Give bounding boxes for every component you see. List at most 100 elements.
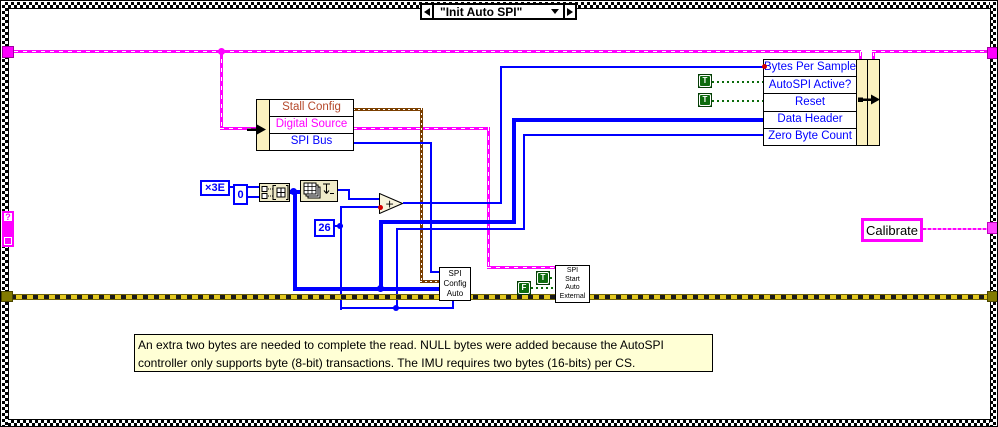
array-junction-dot-1 [290, 188, 297, 195]
build-array-node[interactable] [259, 183, 290, 202]
case-border-bottom[interactable] [2, 420, 996, 426]
digital-source-wire-v[interactable] [487, 127, 490, 269]
bundle-row-reset[interactable]: Reset [764, 93, 857, 110]
array-size-out-step[interactable] [348, 189, 350, 200]
true-constant-autospi[interactable]: T [698, 74, 712, 88]
stall-config-wire-v[interactable] [420, 108, 423, 283]
add-symbol: + [385, 198, 394, 211]
true-wire-autospi[interactable] [712, 81, 763, 83]
case-selector[interactable]: "Init Auto SPI" [420, 3, 577, 20]
bundle-row-autospi-active[interactable]: AutoSPI Active? [764, 76, 857, 93]
bundle-row-data-header[interactable]: Data Header [764, 110, 857, 128]
error-wire[interactable] [11, 294, 990, 300]
spi-start-auto-external-subvi[interactable]: SPI Start Auto External [555, 265, 590, 303]
array-size-out-wire[interactable] [338, 189, 350, 191]
array-size-node[interactable] [300, 180, 338, 202]
zero-byte-count-wire[interactable] [523, 134, 763, 136]
spi-start-line2: Start [565, 275, 580, 283]
true-constant-spistart[interactable]: T [536, 271, 550, 285]
case-increment-button[interactable] [563, 5, 575, 18]
unbundle-row-digital-source[interactable]: Digital Source [270, 116, 353, 133]
cluster-wire-junction-dot [218, 48, 225, 55]
zero-byte-up[interactable] [523, 134, 525, 230]
array-wire-down[interactable] [293, 190, 297, 291]
tunnel-left-cluster[interactable] [2, 46, 14, 58]
spi-bus-wire-v[interactable] [430, 142, 432, 273]
array-size-to-add[interactable] [348, 198, 380, 200]
const26-into-spiconfig[interactable] [452, 300, 454, 309]
stall-config-wire-h[interactable] [353, 108, 423, 111]
add-function-node[interactable]: + [379, 193, 403, 214]
cluster-wire-out-of-bundle[interactable] [872, 52, 875, 60]
tunnel-right-calibrate[interactable] [987, 222, 997, 234]
unbundle-row-stall-config[interactable]: Stall Config [282, 101, 341, 114]
left-arrow-icon [424, 7, 430, 16]
true-wire-spistart[interactable] [550, 277, 556, 279]
const26-to-add[interactable] [340, 206, 380, 208]
array-wire-branch-up[interactable] [379, 220, 383, 291]
true-constant-label-3: T [699, 94, 711, 106]
true-constant-reset[interactable]: T [698, 93, 712, 107]
case-border-right[interactable] [990, 2, 996, 426]
zero-constant[interactable]: 0 [233, 184, 248, 205]
case-selector-label[interactable]: "Init Auto SPI" [440, 4, 523, 19]
unbundle-input-arrow-icon [247, 124, 266, 135]
unbundle-by-name-node[interactable]: Stall Config Digital Source SPI Bus [256, 99, 354, 151]
build-array-icon [261, 185, 289, 200]
bundle-input-bar [856, 60, 868, 145]
stall-config-wire-to-spiconfig[interactable] [420, 280, 440, 283]
diagram-comment[interactable]: An extra two bytes are needed to complet… [134, 334, 713, 372]
spi-start-line1: SPI [566, 267, 579, 274]
data-header-wire[interactable] [512, 118, 763, 122]
tunnel-left-pink-2[interactable] [2, 223, 14, 235]
true-constant-label-1: T [537, 272, 549, 284]
digital-source-wire-to-spistart[interactable] [487, 266, 556, 269]
bytes-per-sample-wire[interactable] [500, 66, 763, 68]
array-junction-dot-2 [377, 285, 384, 292]
zero-const-wire[interactable] [248, 196, 260, 198]
false-constant[interactable]: F [517, 281, 531, 295]
calibrate-string-constant[interactable]: Calibrate [861, 218, 923, 242]
const26-up[interactable] [340, 206, 342, 227]
const-26[interactable]: 26 [314, 219, 335, 237]
hex-constant-x3e[interactable]: ×3E [200, 180, 230, 196]
unbundle-row-spi-bus[interactable]: SPI Bus [270, 133, 353, 150]
unbundle-input-bar [257, 100, 270, 150]
dropdown-arrow-icon [550, 9, 559, 14]
zero-byte-h[interactable] [396, 228, 525, 230]
bundle-by-name-node[interactable]: Bytes Per Sample AutoSPI Active? Reset D… [763, 59, 880, 146]
cluster-wire-to-right-tunnel[interactable] [872, 50, 988, 53]
case-dropdown-button[interactable] [549, 5, 563, 18]
array-wire-to-spiconfig[interactable] [293, 287, 440, 291]
zero-byte-junction-dot [393, 305, 399, 311]
add-out-wire-up[interactable] [500, 66, 502, 204]
cluster-wire-branch-down[interactable] [220, 50, 223, 130]
spi-config-line2: Config [443, 279, 467, 288]
tunnel-left-unknown[interactable]: ? [2, 211, 14, 223]
spi-bus-wire-h[interactable] [353, 142, 432, 144]
const26-down[interactable] [340, 225, 342, 310]
false-wire-spistart[interactable] [531, 287, 556, 289]
tunnel-left-pink-3[interactable] [2, 235, 14, 247]
spi-config-auto-subvi[interactable]: SPI Config Auto [439, 267, 471, 301]
tunnel-right-cluster[interactable] [987, 47, 997, 59]
true-constant-label-2: T [699, 75, 711, 87]
tunnel-left-error[interactable] [1, 291, 13, 302]
case-decrement-button[interactable] [422, 5, 434, 18]
array-wire-mid-h[interactable] [379, 220, 516, 224]
spi-bus-wire-in[interactable] [430, 271, 440, 273]
cluster-wire-into-bundle[interactable] [859, 52, 862, 60]
add-coercion-dot [378, 205, 383, 210]
bundle-coercion-dot [762, 64, 767, 69]
array-wire-up[interactable] [512, 118, 516, 222]
array-size-icon [303, 182, 334, 199]
cluster-wire-main[interactable] [14, 50, 861, 53]
calibrate-string-wire[interactable] [923, 228, 987, 230]
true-wire-reset[interactable] [712, 100, 763, 102]
zero-byte-branch-up[interactable] [396, 228, 398, 309]
cluster-wire-to-unbundle[interactable] [220, 127, 260, 130]
bundle-row-zero-byte-count[interactable]: Zero Byte Count [764, 127, 857, 145]
add-out-wire[interactable] [403, 202, 502, 204]
tunnel-right-error[interactable] [987, 291, 997, 302]
bundle-row-bytes-per-sample[interactable]: Bytes Per Sample [764, 61, 857, 74]
